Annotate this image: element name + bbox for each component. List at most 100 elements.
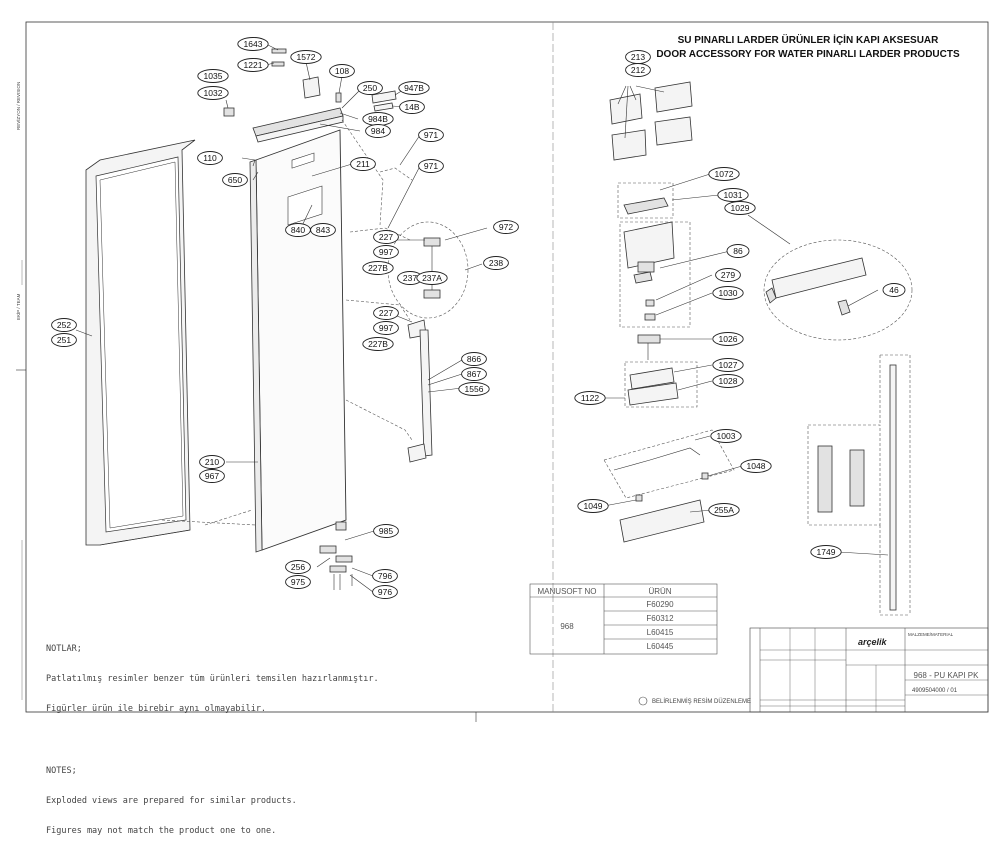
brand-logo: arçelik xyxy=(858,637,888,647)
part-label: 1048 xyxy=(747,461,766,471)
part-label: 971 xyxy=(424,161,438,171)
part-label-bubble xyxy=(197,151,223,165)
table-header-code: MANUSOFT NO xyxy=(538,587,597,596)
part-label: 1122 xyxy=(581,393,600,403)
part-label: 984B xyxy=(368,114,388,124)
part-label-bubble xyxy=(416,271,448,285)
part-label: 210 xyxy=(205,457,219,467)
drawing-number: 4909504000 / 01 xyxy=(912,688,958,694)
part-label-bubble xyxy=(373,306,399,320)
egg-tray-baskets xyxy=(609,81,693,161)
part-label-bubble xyxy=(708,167,740,181)
title-turkish: SU PINARLI LARDER ÜRÜNLER İÇİN KAPI AKSE… xyxy=(677,35,939,46)
notes-heading-en: NOTES; xyxy=(46,766,77,776)
part-label-bubble xyxy=(418,159,444,173)
notes-line: Figures may not match the product one to… xyxy=(46,826,277,836)
part-label-bubble xyxy=(483,256,509,270)
part-label-bubble xyxy=(362,261,394,275)
part-label: 866 xyxy=(467,354,481,364)
part-label: 86 xyxy=(733,246,743,256)
part-label: 211 xyxy=(356,159,370,169)
part-label: 840 xyxy=(291,225,305,235)
part-label-bubble xyxy=(715,268,741,282)
part-label-bubble xyxy=(810,545,842,559)
part-label: 972 xyxy=(499,222,513,232)
part-label-bubble xyxy=(285,560,311,574)
side-rail-assembly xyxy=(807,354,911,616)
part-label-bubble xyxy=(458,382,490,396)
part-label: 227B xyxy=(368,339,388,349)
part-label: 1035 xyxy=(204,71,223,81)
drawing-sheet: REVİZYON / REVISION EKİP / TEAM xyxy=(15,21,989,836)
side-mark-revision: REVİZYON / REVISION xyxy=(15,82,21,130)
part-label: 1572 xyxy=(297,52,316,62)
part-label: 1643 xyxy=(244,39,263,49)
part-label-bubble xyxy=(373,524,399,538)
product-table: MANUSOFT NO ÜRÜN 968 F60290 F60312 L6041… xyxy=(529,583,718,655)
revision-strip: REVİZYON / REVISION EKİP / TEAM xyxy=(15,82,23,700)
part-label: 997 xyxy=(379,247,393,257)
part-label: 867 xyxy=(467,369,481,379)
side-mark-team: EKİP / TEAM xyxy=(15,293,21,320)
part-label: 985 xyxy=(379,526,393,536)
part-label-bubble xyxy=(461,352,487,366)
revision-note: BELİRLENMİŞ RESİM DÜZENLEME xyxy=(638,696,751,706)
bottom-hinge-parts xyxy=(319,521,353,590)
part-label: 251 xyxy=(57,335,71,345)
part-label-bubble xyxy=(724,201,756,215)
door-handle xyxy=(407,319,433,463)
part-label-bubble xyxy=(708,503,740,517)
part-label: 227 xyxy=(379,232,393,242)
door-gasket xyxy=(85,139,196,546)
part-label-bubble xyxy=(197,69,229,83)
part-label-bubble xyxy=(882,283,906,297)
part-label: 1749 xyxy=(817,547,836,557)
part-label-bubble xyxy=(199,469,225,483)
part-label: 796 xyxy=(378,571,392,581)
spout-detail-circle xyxy=(747,214,913,341)
part-label-bubble xyxy=(357,81,383,95)
part-label: 1030 xyxy=(719,288,738,298)
hinge-detail-circle xyxy=(387,221,469,319)
part-label: 108 xyxy=(335,66,349,76)
dispenser-assembly xyxy=(617,182,698,408)
table-header-product: ÜRÜN xyxy=(648,587,671,596)
part-label-bubble xyxy=(710,429,742,443)
part-label: 1028 xyxy=(719,376,738,386)
exploded-view-svg: REVİZYON / REVISION EKİP / TEAM xyxy=(15,21,989,722)
part-label-bubble xyxy=(373,230,399,244)
part-label-bubble xyxy=(51,333,77,347)
part-label-bubble xyxy=(365,124,391,138)
part-label: 237 xyxy=(403,273,417,283)
drawing-title: 968 - PU KAPI PK xyxy=(914,671,980,680)
part-label: 237A xyxy=(422,273,442,283)
part-label: 1027 xyxy=(719,360,738,370)
part-label: 947B xyxy=(404,83,424,93)
guide-lines xyxy=(341,119,413,441)
part-label-bubble xyxy=(237,58,269,72)
part-label: 650 xyxy=(228,175,242,185)
top-hinge-parts xyxy=(223,48,397,143)
notes-line: Patlatılmış resimler benzer tüm ürünleri… xyxy=(46,674,379,684)
notes-heading-tr: NOTLAR; xyxy=(46,644,82,654)
part-label: 1072 xyxy=(715,169,734,179)
table-product-cell: F60290 xyxy=(646,600,674,609)
part-label-bubble xyxy=(237,37,269,51)
part-label: 110 xyxy=(203,153,217,163)
part-label: 238 xyxy=(489,258,503,268)
part-label: 279 xyxy=(721,270,735,280)
part-label: 1029 xyxy=(731,203,750,213)
part-label: 252 xyxy=(57,320,71,330)
table-product-cell: L60415 xyxy=(647,628,674,637)
part-label: 967 xyxy=(205,471,219,481)
part-label-bubble xyxy=(310,223,336,237)
part-label-bubble xyxy=(329,64,355,78)
notes-block: NOTLAR; Patlatılmış resimler benzer tüm … xyxy=(46,624,379,846)
part-label-bubble xyxy=(398,81,430,95)
part-label: 46 xyxy=(889,285,899,295)
part-label-bubble xyxy=(574,391,606,405)
door-panel xyxy=(161,129,347,553)
part-label-bubble xyxy=(712,358,744,372)
revision-note-text: BELİRLENMİŞ RESİM DÜZENLEME xyxy=(652,698,751,705)
